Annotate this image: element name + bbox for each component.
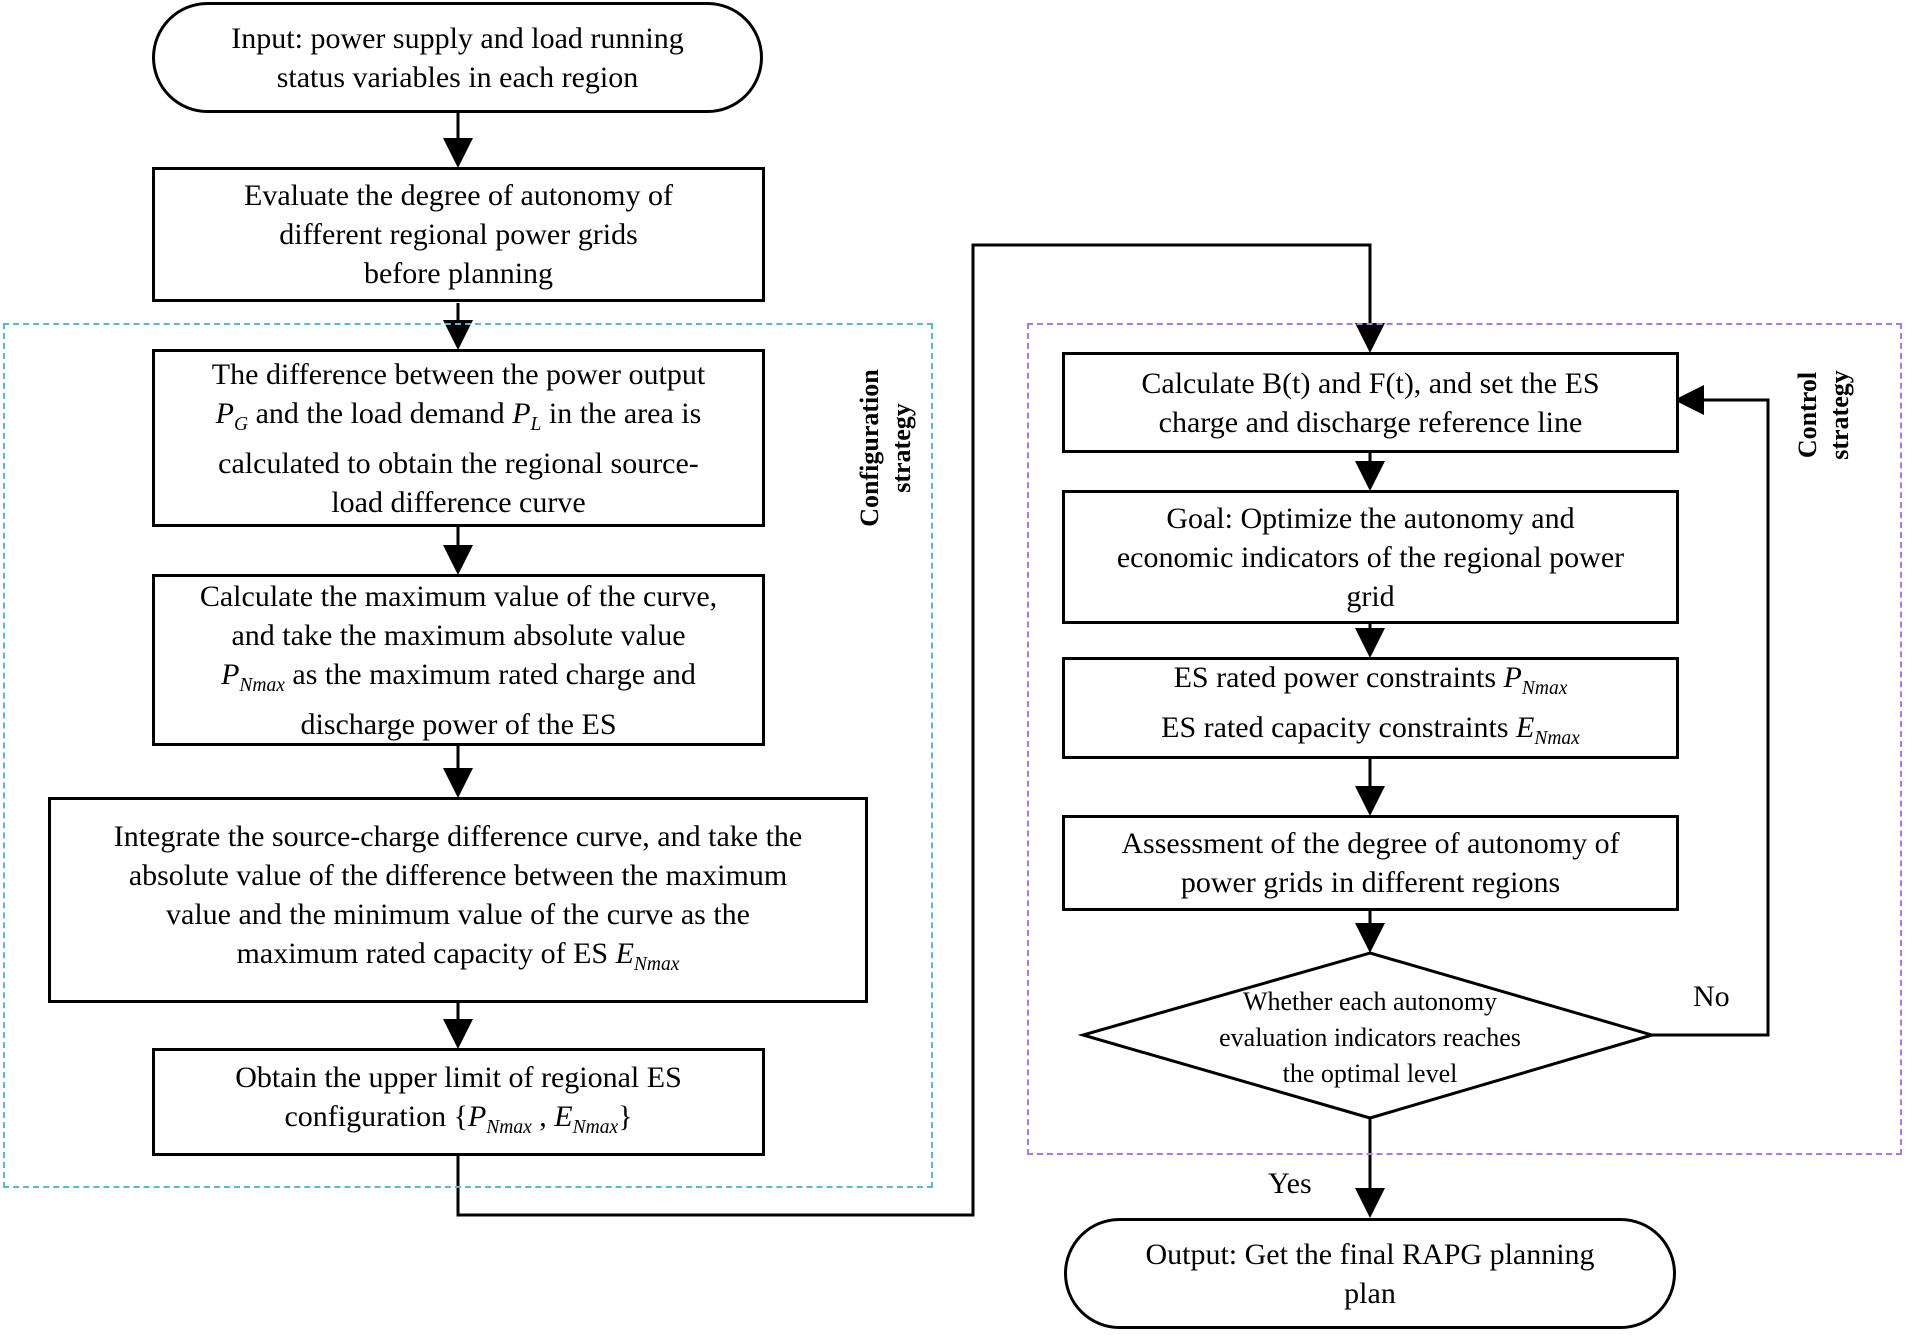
upper-p-subscript: Nmax	[486, 1116, 532, 1138]
assess-text: Assessment of the degree of autonomy of …	[1121, 827, 1620, 899]
upper-line1: Obtain the upper limit of regional ES	[235, 1060, 682, 1094]
enmax-subscript: Nmax	[633, 953, 680, 975]
constraints-capacity-text: ES rated capacity constraints	[1161, 711, 1517, 744]
assess-node: Assessment of the degree of autonomy of …	[1062, 815, 1679, 911]
maximum-node: Calculate the maximum value of the curve…	[152, 574, 765, 746]
pnmax-subscript: Nmax	[239, 674, 285, 696]
difference-node: The difference between the power output …	[152, 349, 765, 527]
constraints-p-symbol: P	[1503, 661, 1522, 694]
upper-line2: configuration {PNmax , ENmax}	[235, 1097, 682, 1147]
difference-rest: calculated to obtain the regional source…	[218, 446, 699, 519]
upper-p-symbol: P	[467, 1099, 487, 1133]
upper-e-subscript: Nmax	[572, 1116, 619, 1138]
difference-line2: PG and the load demand PL in the area is	[212, 394, 705, 444]
difference-line1: The difference between the power output	[211, 357, 706, 391]
pl-symbol: P	[512, 396, 531, 430]
maximum-last: discharge power of the ES	[300, 707, 617, 741]
control-strategy-label: Control strategy	[1793, 370, 1854, 460]
integrate-last-line: maximum rated capacity of ES ENmax	[114, 934, 803, 984]
integrate-lines: Integrate the source-charge difference c…	[113, 819, 803, 931]
enmax-symbol: E	[615, 936, 634, 970]
evaluate-node: Evaluate the degree of autonomy of diffe…	[152, 167, 765, 302]
input-text: Input: power supply and load running sta…	[231, 21, 684, 94]
pl-subscript: L	[530, 413, 542, 435]
integrate-last: maximum rated capacity of ES	[236, 936, 616, 970]
configuration-strategy-label: Configuration strategy	[855, 369, 916, 527]
arrow-no-loop	[1650, 385, 1770, 1037]
control-strategy-region	[1027, 323, 1902, 1155]
constraints-line1: ES rated power constraints PNmax	[1161, 658, 1580, 708]
calc-node: Calculate B(t) and F(t), and set the ES …	[1062, 352, 1679, 453]
upper-limit-node: Obtain the upper limit of regional ES co…	[152, 1048, 765, 1156]
constraints-e-subscript: Nmax	[1534, 728, 1580, 749]
decision-diamond	[1077, 951, 1658, 1120]
connector-configuration-to-control	[456, 243, 1385, 1217]
difference-mid: and the load demand	[248, 396, 513, 430]
calc-text: Calculate B(t) and F(t), and set the ES …	[1141, 366, 1600, 439]
configuration-strategy-region	[3, 323, 933, 1188]
no-label: No	[1693, 980, 1730, 1013]
output-text: Output: Get the final RAPG planning plan	[1145, 1237, 1595, 1310]
maximum-line3: PNmax as the maximum rated charge and	[200, 655, 717, 705]
upper-prefix: configuration {	[284, 1099, 468, 1133]
constraints-power-text: ES rated power constraints	[1173, 661, 1504, 694]
evaluate-text: Evaluate the degree of autonomy of diffe…	[244, 179, 673, 290]
output-node: Output: Get the final RAPG planning plan	[1064, 1218, 1676, 1329]
maximum-tail: as the maximum rated charge and	[284, 657, 696, 691]
constraints-e-symbol: E	[1516, 711, 1535, 744]
constraints-p-subscript: Nmax	[1521, 678, 1568, 699]
upper-e-symbol: E	[554, 1099, 573, 1133]
upper-sep: ,	[531, 1099, 555, 1133]
yes-label: Yes	[1268, 1167, 1312, 1200]
pnmax-symbol: P	[221, 657, 240, 691]
constraints-line2: ES rated capacity constraints ENmax	[1161, 708, 1580, 758]
input-node: Input: power supply and load running sta…	[152, 2, 763, 113]
integrate-node: Integrate the source-charge difference c…	[48, 797, 868, 1003]
constraints-node: ES rated power constraints PNmax ES rate…	[1062, 657, 1679, 759]
pg-subscript: G	[234, 413, 249, 435]
pg-symbol: P	[215, 396, 234, 430]
decision-text: Whether each autonomy evaluation indicat…	[1219, 987, 1521, 1088]
difference-tail: in the area is	[541, 396, 702, 430]
upper-suffix: }	[618, 1099, 633, 1133]
maximum-lines: Calculate the maximum value of the curve…	[199, 579, 718, 652]
goal-node: Goal: Optimize the autonomy and economic…	[1062, 490, 1679, 624]
goal-text: Goal: Optimize the autonomy and economic…	[1116, 501, 1625, 613]
